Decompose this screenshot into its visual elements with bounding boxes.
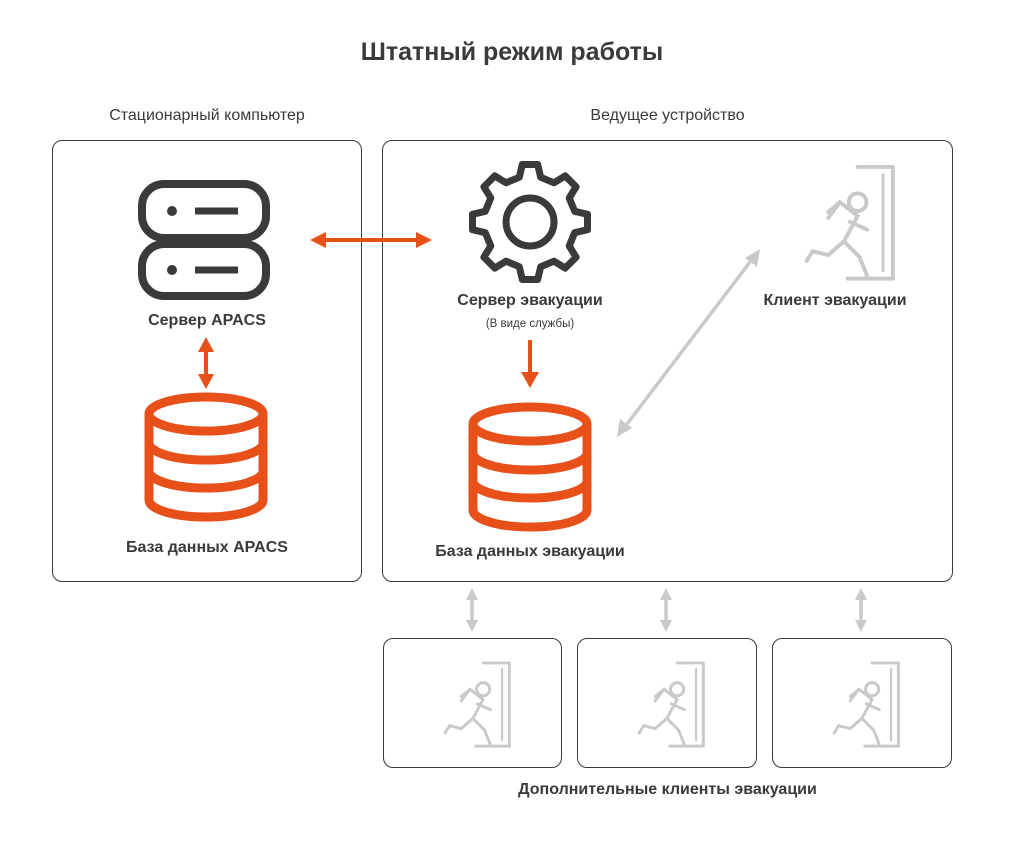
emergency-exit-icon (443, 661, 511, 748)
evac-server-label: Сервер эвакуации (457, 292, 603, 309)
evac-server-sublabel: (В виде службы) (485, 318, 575, 330)
evac-db-label: База данных эвакуации (435, 543, 625, 560)
emergency-exit-icon (637, 661, 705, 748)
arrow-panel-client-3 (855, 588, 867, 632)
additional-client-panel-3 (772, 638, 952, 768)
arrow-apacs-server-evac-server (310, 232, 432, 248)
leading-device-panel (382, 140, 953, 582)
emergency-exit-icon (804, 164, 895, 281)
arrow-panel-client-1 (466, 588, 478, 632)
section-label-leading: Ведущее устройство (590, 107, 745, 124)
arrow-apacs-server-apacs-db (198, 337, 214, 389)
apacs-server-label: Сервер APACS (148, 312, 266, 329)
emergency-exit-icon (832, 661, 900, 748)
stationary-computer-panel (52, 140, 362, 582)
additional-client-panel-1 (383, 638, 562, 768)
evac-client-label: Клиент эвакуации (763, 292, 907, 309)
additional-client-panel-2 (577, 638, 757, 768)
apacs-db-label: База данных APACS (126, 539, 288, 556)
arrow-evac-db-evac-client (617, 249, 760, 437)
diagram-title: Штатный режим работы (360, 38, 664, 66)
section-label-additional-clients: Дополнительные клиенты эвакуации (518, 781, 817, 798)
server-icon (138, 180, 270, 300)
gear-icon (469, 161, 591, 283)
database-icon (468, 402, 592, 532)
arrow-panel-client-2 (660, 588, 672, 632)
arrow-evac-server-evac-db (521, 340, 539, 388)
section-label-stationary: Стационарный компьютер (109, 107, 305, 124)
database-icon (144, 392, 268, 522)
